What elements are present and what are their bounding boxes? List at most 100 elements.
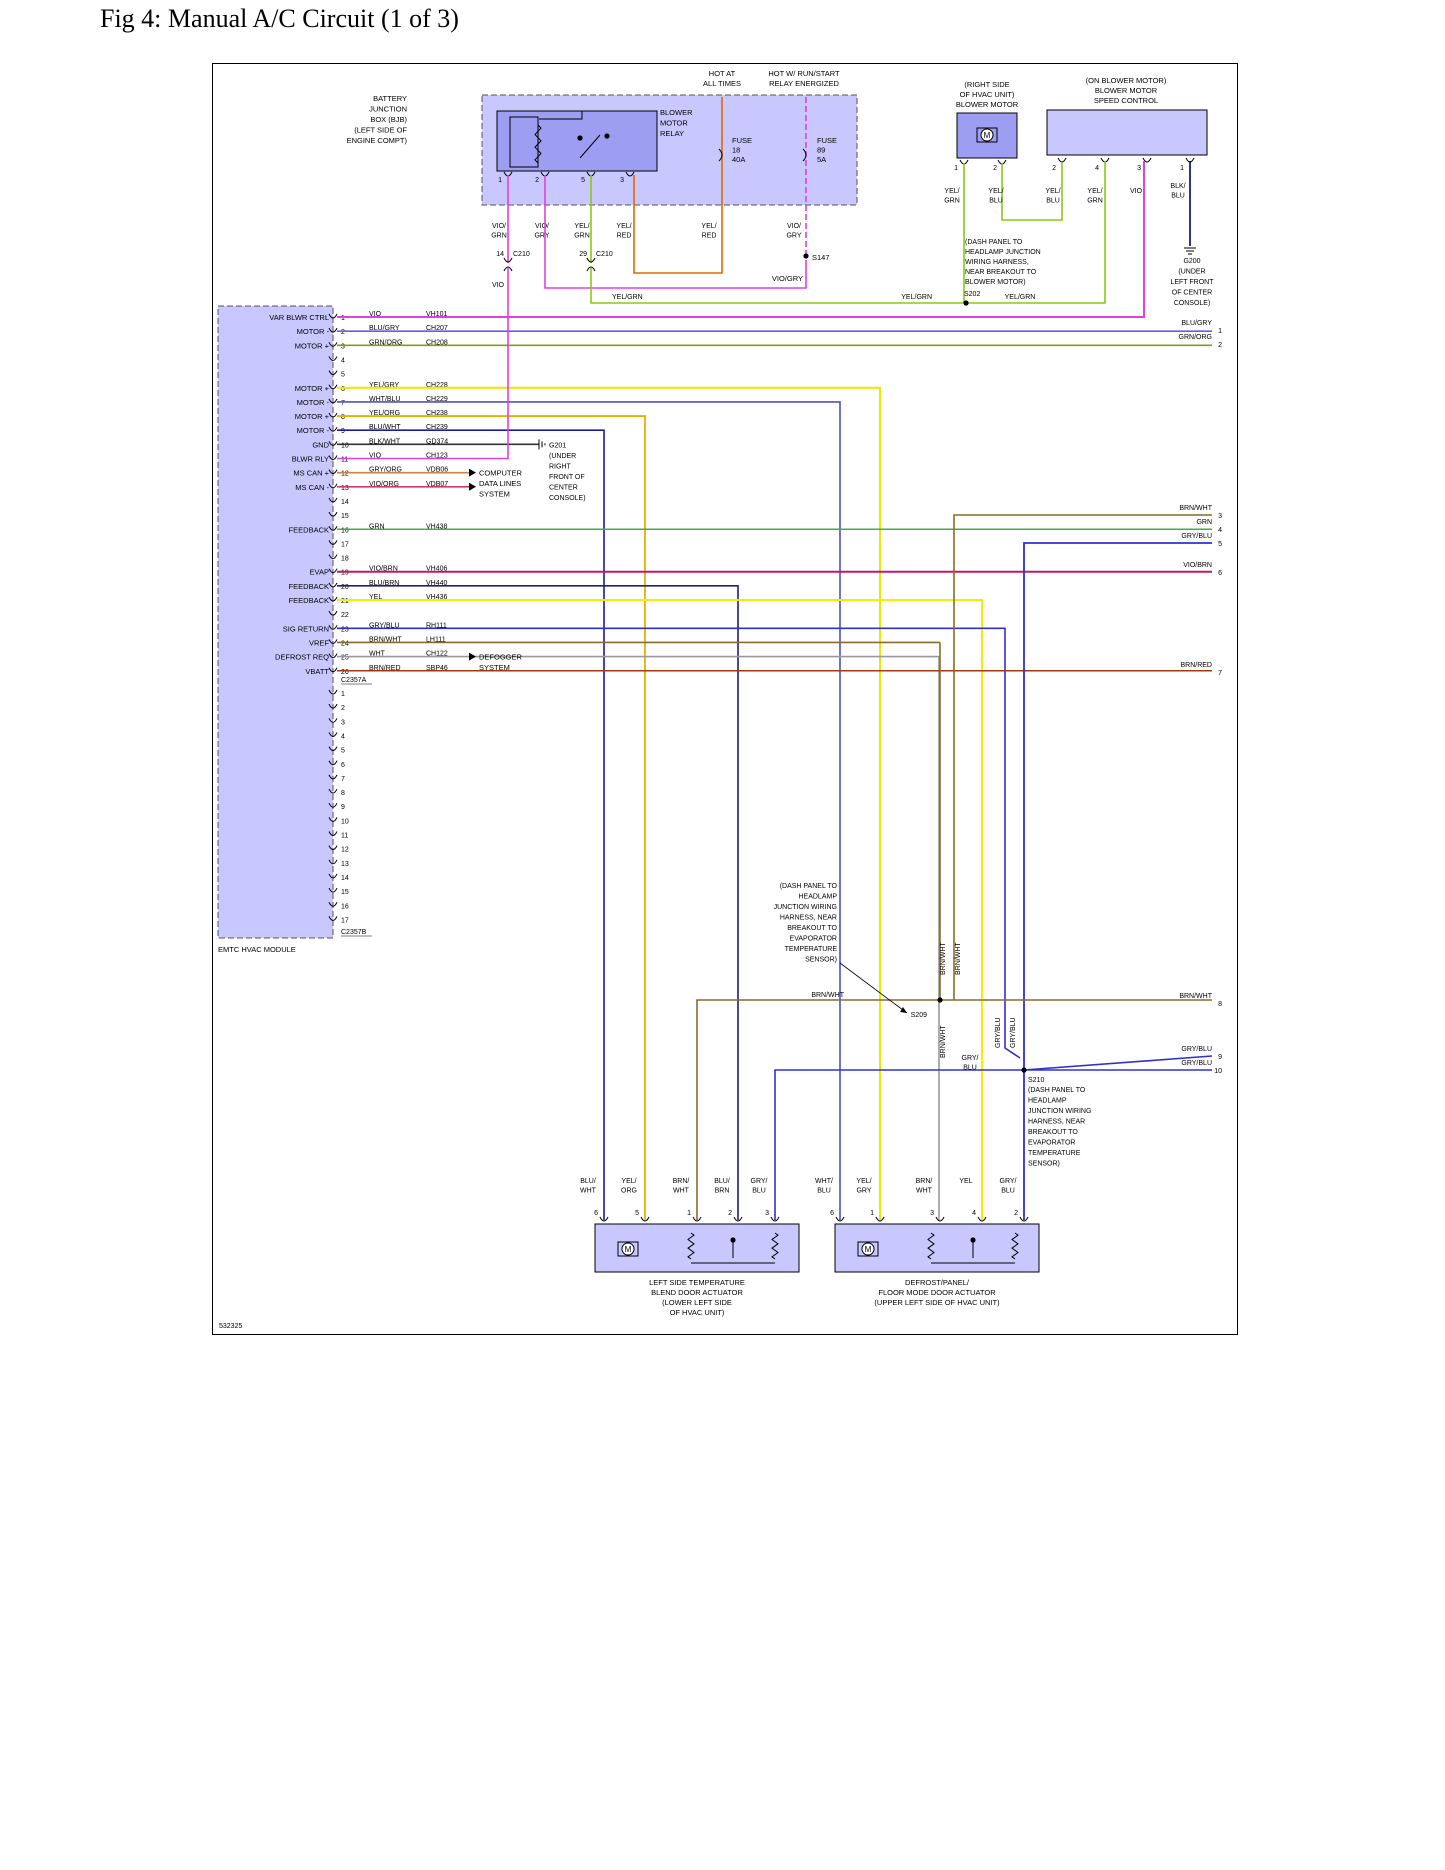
module-terminal	[328, 610, 338, 616]
wire-gry-blu-rh111	[337, 627, 1021, 1059]
wire-gry-blu-s210	[774, 1069, 1024, 1220]
circuit-id: LH111	[426, 636, 446, 643]
wire-label: BRN/WHT	[811, 992, 844, 999]
pin-function: DEFROST REQ	[275, 653, 329, 662]
hot-at-all-times-label: ALL TIMES	[703, 79, 741, 88]
ref-wire-label: GRY/BLU	[1181, 533, 1212, 540]
mode-door-actuator-resistor	[1011, 1232, 1019, 1260]
module-terminal	[328, 639, 338, 644]
module-terminal	[328, 412, 338, 418]
right-actuator-label: (UPPER LEFT SIDE OF HVAC UNIT)	[874, 1298, 1000, 1307]
wire-yel-vh436	[337, 599, 983, 1220]
wire-label: YEL/	[616, 223, 631, 230]
fuse-89-label: 5A	[817, 155, 826, 164]
speed-control-label: BLOWER MOTOR	[1095, 86, 1158, 95]
mode-door-actuator-resistor	[927, 1232, 935, 1260]
pin-number: 6	[594, 1210, 598, 1217]
actuator-wire-label: YEL	[959, 1178, 972, 1185]
speed-control-label: (ON BLOWER MOTOR)	[1086, 76, 1167, 85]
circuit-id: CH123	[426, 453, 448, 460]
module-terminal	[328, 703, 338, 709]
actuator-wire-label: BRN/	[673, 1178, 690, 1185]
fuse-18-label: 40A	[732, 155, 745, 164]
circuit-id: VH438	[426, 523, 448, 530]
left-temp-blend-actuator-terminal	[692, 1216, 702, 1222]
module-terminal	[328, 689, 338, 695]
pin-number: 13	[341, 485, 349, 492]
c210-label: C210	[513, 251, 530, 258]
pin-function: VBATT	[305, 667, 329, 676]
pin-function: GND	[312, 440, 329, 449]
ref-number: 10	[1214, 1068, 1222, 1075]
pin-number: 3	[765, 1210, 769, 1217]
module-terminal	[328, 356, 338, 361]
computer-data-lines-label: SYSTEM	[479, 490, 510, 499]
s209-note: HEADLAMP	[798, 894, 837, 901]
pin-number: 10	[341, 818, 349, 825]
left-temp-blend-actuator-terminal	[770, 1216, 780, 1222]
wire-label: BRN/WHT	[955, 942, 962, 975]
wire-label: BLU	[1046, 198, 1060, 205]
wire-label: BLU	[1171, 193, 1185, 200]
left-actuator-label: BLEND DOOR ACTUATOR	[651, 1288, 743, 1297]
module-terminal	[328, 732, 338, 737]
relay-coil	[534, 124, 542, 164]
module-terminal	[328, 845, 338, 851]
pin-number: 14	[341, 875, 349, 882]
left-temp-blend-actuator-resistor	[771, 1232, 779, 1260]
module-terminal	[328, 384, 338, 390]
wire-color: BLU/GRY	[369, 325, 400, 332]
wire-color: BLU/WHT	[369, 424, 401, 431]
ref-wire-label: GRY/BLU	[1181, 1046, 1212, 1053]
blower-motor-label: OF HVAC UNIT)	[960, 90, 1015, 99]
pin-number: 6	[341, 386, 345, 393]
wire-yel-grn-to-s202	[590, 268, 966, 304]
mode-door-actuator-motor	[857, 1241, 879, 1257]
actuator-wire-label: BLU/	[580, 1178, 596, 1185]
ground-g201-symbol	[538, 439, 546, 450]
circuit-id: CH228	[426, 382, 448, 389]
wire-label: YEL/	[701, 223, 716, 230]
wire-color: WHT	[369, 651, 386, 658]
s209-splice	[937, 997, 943, 1003]
page-title: Fig 4: Manual A/C Circuit (1 of 3)	[100, 4, 459, 33]
actuator-wire-label: BLU	[1001, 1188, 1015, 1195]
c210-terminal	[586, 257, 596, 263]
pin-number: 25	[341, 655, 349, 662]
circuit-id: CH207	[426, 325, 448, 332]
hot-at-all-times-label: HOT AT	[709, 69, 736, 78]
wire-color: GRN	[369, 523, 385, 530]
wire-color: WHT/BLU	[369, 396, 401, 403]
pin-number: 9	[341, 428, 345, 435]
wire-label: GRY/	[962, 1055, 979, 1062]
left-temp-blend-actuator-node	[730, 1237, 736, 1243]
module-terminal	[328, 916, 338, 921]
pin-function: FEEDBACK	[289, 596, 329, 605]
pin-number: 8	[341, 790, 345, 797]
relay-terminal	[625, 171, 635, 177]
wire-label: GRY	[786, 233, 801, 240]
g201-label: CONSOLE)	[549, 495, 586, 502]
circuit-id: VH406	[426, 566, 448, 573]
wire-color: VIO/ORG	[369, 481, 399, 488]
s210-splice	[1021, 1067, 1027, 1073]
wire-label: GRN	[1087, 198, 1103, 205]
actuator-wire-label: GRY/	[751, 1178, 768, 1185]
pin-number: 24	[341, 640, 349, 647]
pin-function: BLWR RLY	[292, 455, 329, 464]
wire-label: GRY/BLU	[1010, 1017, 1017, 1048]
actuator-wire-label: BLU	[752, 1188, 766, 1195]
blower-motor-symbol	[976, 127, 998, 143]
pin-number: 2	[1014, 1210, 1018, 1217]
actuator-wire-label: WHT	[580, 1188, 597, 1195]
circuit-id: VH101	[426, 311, 448, 318]
module-terminal	[328, 653, 338, 659]
module-terminal	[328, 455, 338, 460]
g201-label: G201	[549, 442, 566, 449]
module-terminal	[328, 746, 338, 752]
pin-number: 2	[1052, 165, 1056, 172]
wire-label: YEL/GRN	[612, 294, 643, 301]
s209-note: EVAPORATOR	[790, 936, 837, 943]
pin-number: 15	[341, 889, 349, 896]
wire-blu-brn-vh440	[337, 585, 739, 1220]
